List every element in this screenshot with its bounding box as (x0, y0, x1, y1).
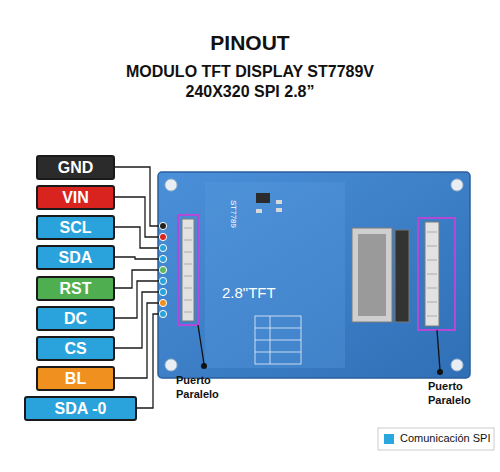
pin-pad (159, 222, 166, 229)
leader-line (198, 325, 204, 364)
pin-pad (159, 255, 166, 262)
diagram-title: PINOUT (0, 30, 500, 56)
pin-label-box: CS (36, 336, 115, 361)
pcb-shade (205, 182, 345, 368)
port-label: Puerto Paralelo (428, 380, 490, 408)
leader-dot (437, 369, 443, 375)
pin-pad (159, 277, 166, 284)
leader-line (437, 330, 440, 370)
fpc-latch (395, 230, 409, 322)
legend-entry: Comunicación SPI (384, 432, 491, 446)
pin-label-box: BL (36, 366, 115, 391)
pin-label-box: GND (36, 155, 115, 180)
legend-frame (378, 428, 494, 450)
pin-name: DC (64, 311, 87, 327)
pin-label-box: RST (36, 276, 115, 301)
ribbon-cable (358, 234, 386, 316)
mounting-hole (451, 179, 463, 191)
silkscreen-text: 2.8"TFT (222, 284, 292, 303)
fpc-contacts (427, 232, 437, 316)
pin-name: SCL (60, 220, 92, 236)
mounting-hole (451, 359, 463, 371)
pin-label-box: DC (36, 306, 115, 331)
pin-name: BL (65, 371, 86, 387)
legend-swatch (384, 434, 394, 444)
pcb-board (158, 172, 470, 378)
smd-part (256, 209, 262, 213)
diagram-subtitle: MODULO TFT DISPLAY ST7789V 240X320 SPI 2… (110, 62, 390, 102)
fpc-contacts (184, 228, 192, 312)
wires (115, 167, 159, 408)
highlight-frame (418, 218, 455, 330)
pin-pad (159, 310, 166, 317)
pin-label-box: VIN (36, 185, 115, 210)
pin-pad (159, 288, 166, 295)
pin-pad (159, 266, 166, 273)
wire (115, 197, 159, 237)
mounting-hole (165, 359, 177, 371)
pin-label-box: SCL (36, 215, 115, 240)
mounting-hole (165, 179, 177, 191)
pin-pad (159, 244, 166, 251)
ribbon-connector (352, 228, 392, 322)
pin-name: VIN (62, 190, 89, 206)
silkscreen-table (255, 316, 301, 364)
leader-dot (201, 363, 207, 369)
fpc-connector (425, 222, 439, 326)
pin-label-box: SDA -0 (24, 396, 137, 421)
smd-part (276, 208, 282, 212)
pin-name: RST (60, 281, 92, 297)
fpc-connector (182, 219, 194, 321)
pin-name: SDA (59, 250, 93, 266)
wire (115, 257, 159, 259)
wire (137, 314, 159, 408)
pin-pad (159, 233, 166, 240)
wire (115, 227, 159, 248)
port-label: Puerto Paralelo (176, 374, 236, 402)
silkscreen-text: ST7789 (228, 200, 238, 260)
pin-name: CS (64, 341, 86, 357)
pin-pad (159, 299, 166, 306)
highlight-frame (178, 215, 198, 325)
pin-name: GND (58, 160, 94, 176)
ic-chip (256, 193, 270, 203)
pin-header (159, 222, 166, 317)
smd-part (276, 200, 282, 204)
pin-label-box: SDA (36, 245, 115, 270)
pin-name: SDA -0 (55, 401, 107, 417)
legend-text: Comunicación SPI (400, 432, 491, 446)
wire (115, 281, 159, 318)
